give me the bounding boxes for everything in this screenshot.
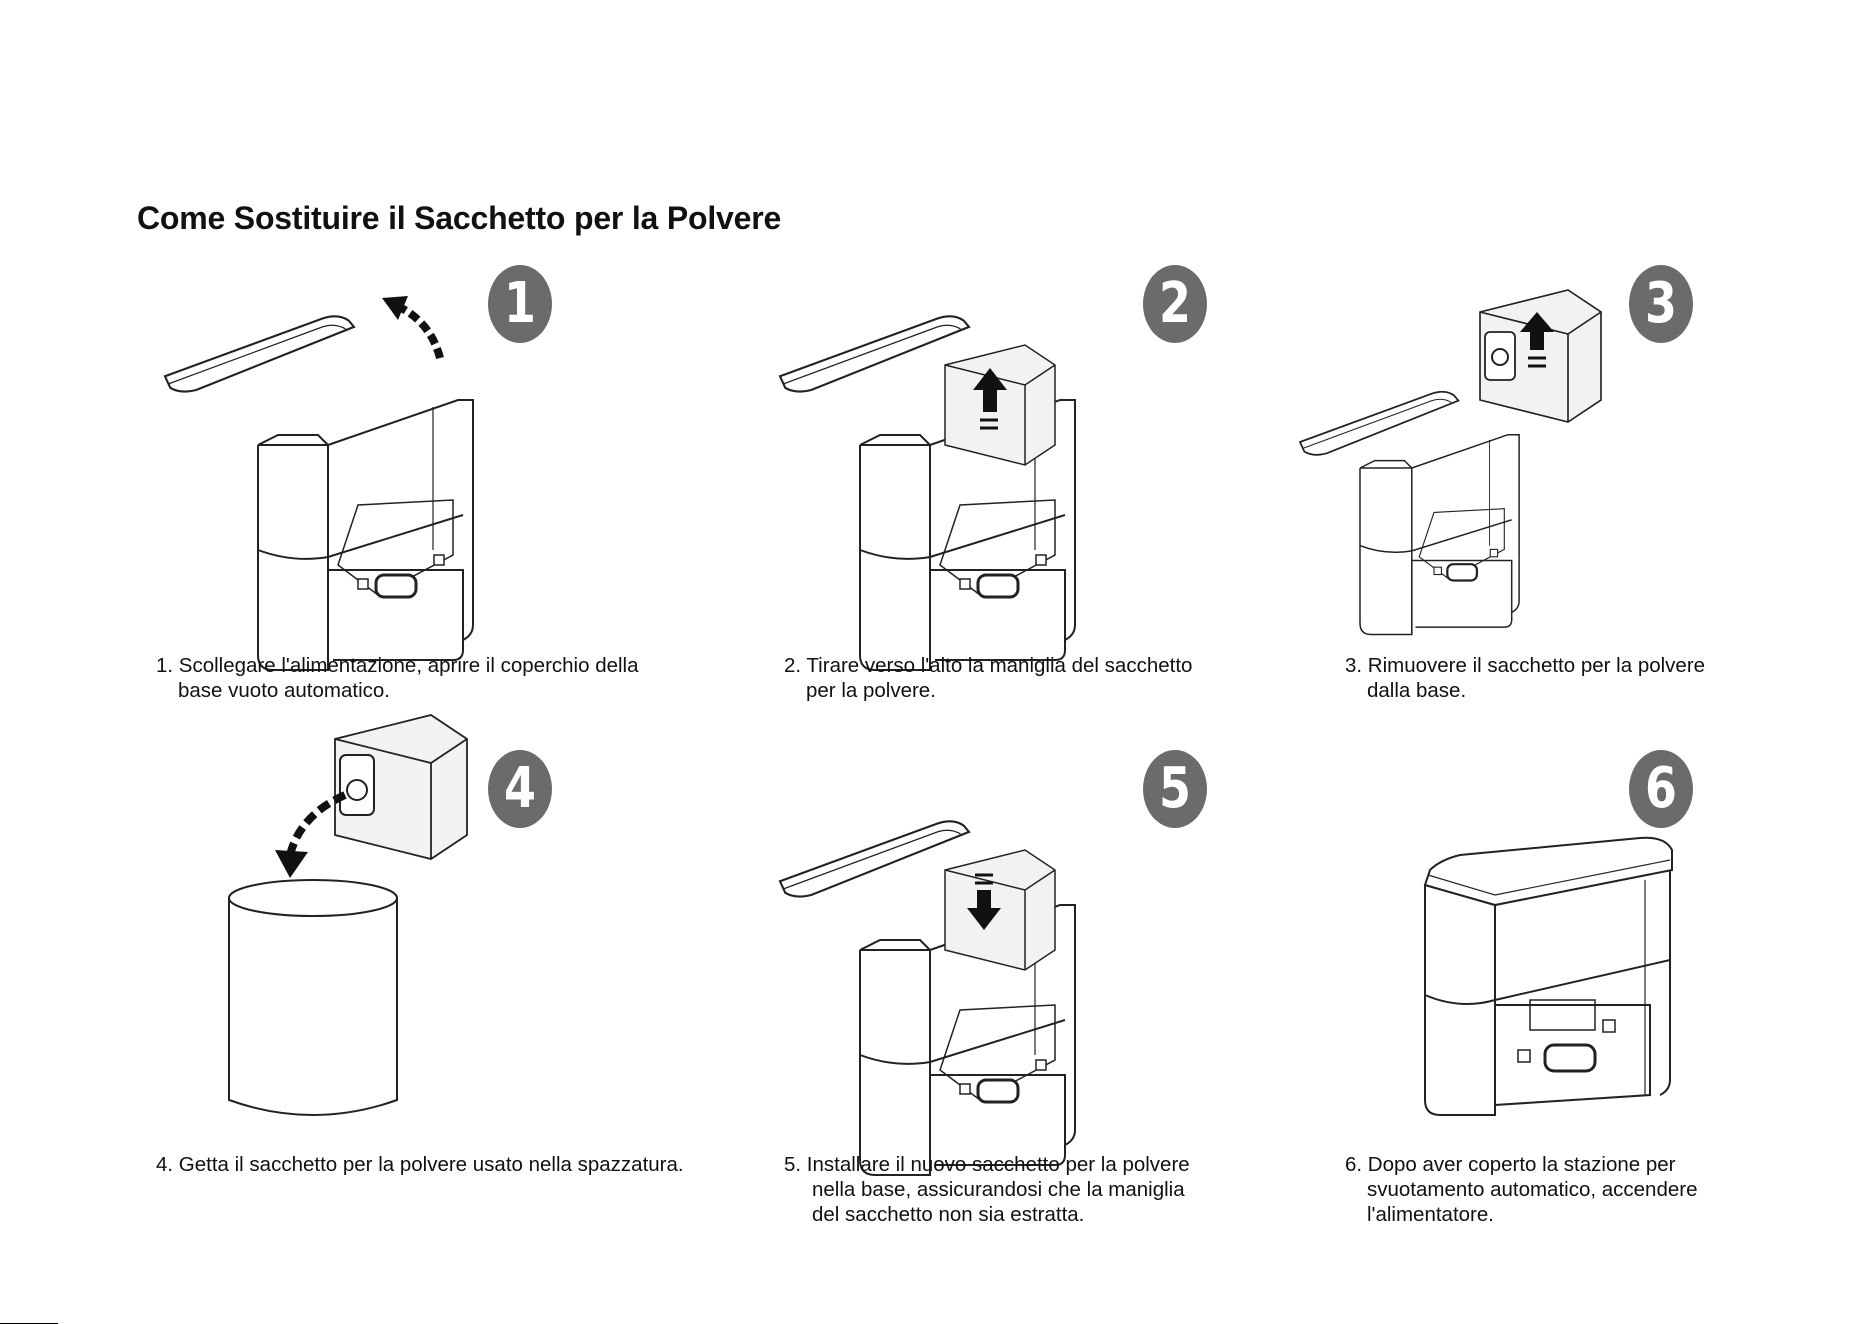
caption-line: per la polvere. (806, 679, 936, 702)
page-title: Come Sostituire il Sacchetto per la Polv… (137, 200, 782, 236)
caption-line: 3. Rimuovere il sacchetto per la polvere (1345, 654, 1706, 677)
step-1-badge: 1 (488, 265, 552, 343)
step-5-badge: 5 (1143, 750, 1207, 828)
step-1-lid (163, 315, 356, 393)
step-4-badge: 4 (488, 750, 552, 828)
down-arrow-icon (967, 890, 1001, 930)
caption-line: dalla base. (1367, 679, 1467, 702)
caption-line: 5. Installare il nuovo sacchetto per la … (784, 1153, 1190, 1176)
step-6-illustration (1423, 836, 1673, 1116)
curved-arrow-icon (393, 301, 444, 360)
caption-line: 6. Dopo aver coperto la stazione per (1345, 1153, 1676, 1176)
step-4-illustration (228, 714, 468, 1116)
caption-line: svuotamento automatico, accendere (1367, 1178, 1698, 1201)
step-6-badge: 6 (1629, 750, 1693, 828)
caption-line: l'alimentatore. (1367, 1203, 1494, 1226)
step-4-caption: 4. Getta il sacchetto per la polvere usa… (156, 1152, 684, 1177)
step-2-badge: 2 (1143, 265, 1207, 343)
step-3-caption: 3. Rimuovere il sacchetto per la polvere… (1345, 653, 1705, 703)
step-2-caption: 2. Tirare verso l'alto la maniglia del s… (784, 653, 1192, 703)
step-1-illustration (256, 398, 475, 672)
step-1-caption: 1. Scollegare l'alimentazione, aprire il… (156, 653, 639, 703)
caption-line: 1. Scollegare l'alimentazione, aprire il… (156, 654, 639, 677)
up-arrow-icon (1520, 312, 1554, 350)
step-6-caption: 6. Dopo aver coperto la stazione per svu… (1345, 1152, 1697, 1227)
step-5-caption: 5. Installare il nuovo sacchetto per la … (784, 1152, 1190, 1227)
curved-arrow-icon (286, 791, 347, 857)
caption-line: 4. Getta il sacchetto per la polvere usa… (156, 1153, 684, 1176)
step-3-illustration (1358, 433, 1521, 636)
caption-line: del sacchetto non sia estratta. (812, 1203, 1085, 1226)
caption-line: nella base, assicurandosi che la manigli… (812, 1178, 1185, 1201)
step-3-badge: 3 (1629, 265, 1693, 343)
caption-line: base vuoto automatico. (178, 679, 390, 702)
up-arrow-icon (973, 368, 1007, 412)
caption-line: 2. Tirare verso l'alto la maniglia del s… (784, 654, 1193, 677)
